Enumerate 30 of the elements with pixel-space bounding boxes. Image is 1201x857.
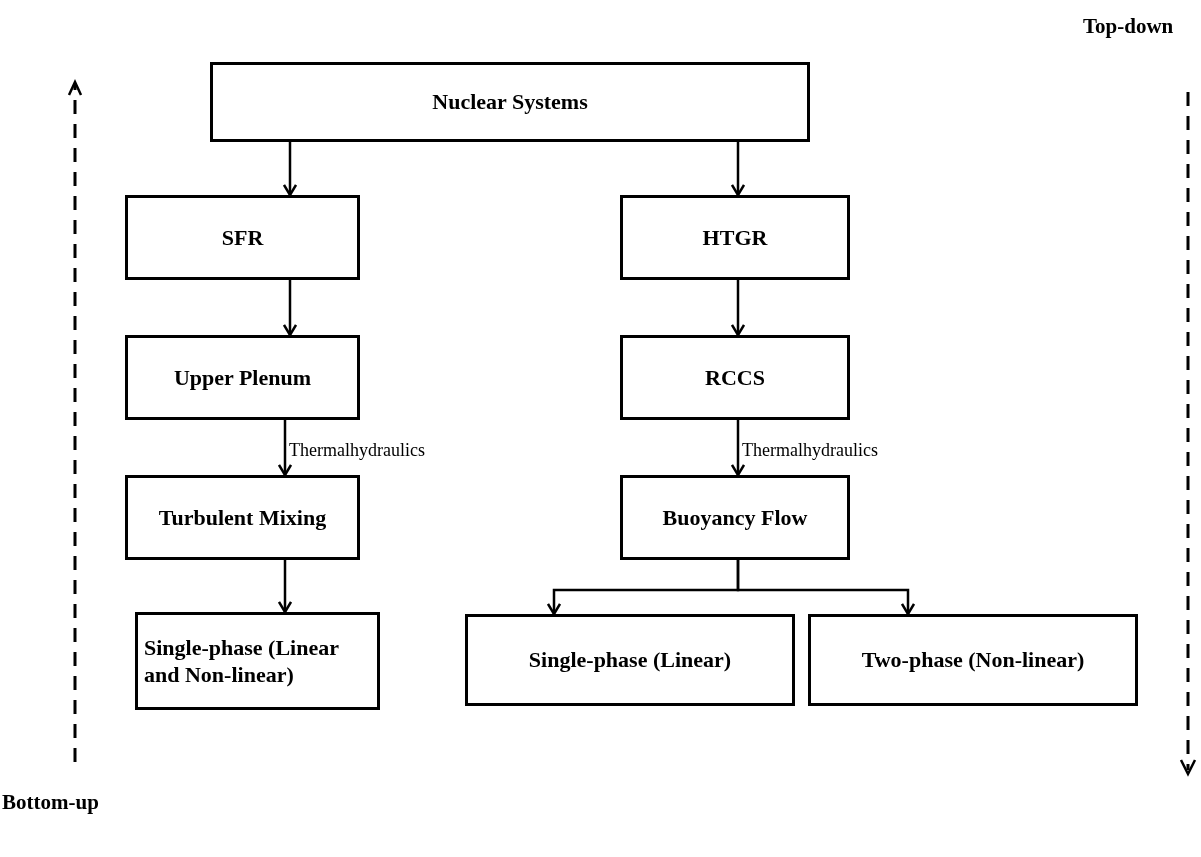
process-box — [808, 614, 1138, 706]
arrow — [282, 280, 298, 337]
process-box — [125, 335, 360, 420]
box-label: Single-phase (Linear and Non-linear) — [144, 633, 340, 689]
arrow — [282, 142, 298, 197]
arrow — [277, 420, 293, 477]
box-label: Single-phase (Linear) — [528, 646, 732, 674]
box-label: RCCS — [705, 363, 765, 392]
process-box — [210, 62, 810, 142]
arrow — [730, 420, 746, 477]
arrow — [730, 280, 746, 337]
process-box — [125, 475, 360, 560]
box-label: SFR — [221, 223, 264, 252]
arrow — [277, 560, 293, 614]
box-label: Buoyancy Flow — [662, 503, 808, 532]
process-box — [620, 195, 850, 280]
direction-label: Bottom-up — [2, 790, 99, 815]
process-box — [620, 335, 850, 420]
box-label: HTGR — [702, 223, 768, 252]
box-label: Nuclear Systems — [432, 88, 588, 116]
arrow — [730, 142, 746, 197]
box-label: Two-phase (Non-linear) — [861, 646, 1085, 674]
direction-label: Top-down — [1083, 14, 1174, 39]
box-label: Turbulent Mixing — [158, 503, 327, 532]
process-box — [465, 614, 795, 706]
box-label: Upper Plenum — [173, 363, 312, 392]
process-box — [125, 195, 360, 280]
arrow — [736, 560, 916, 616]
process-box — [135, 612, 380, 710]
process-box — [620, 475, 850, 560]
